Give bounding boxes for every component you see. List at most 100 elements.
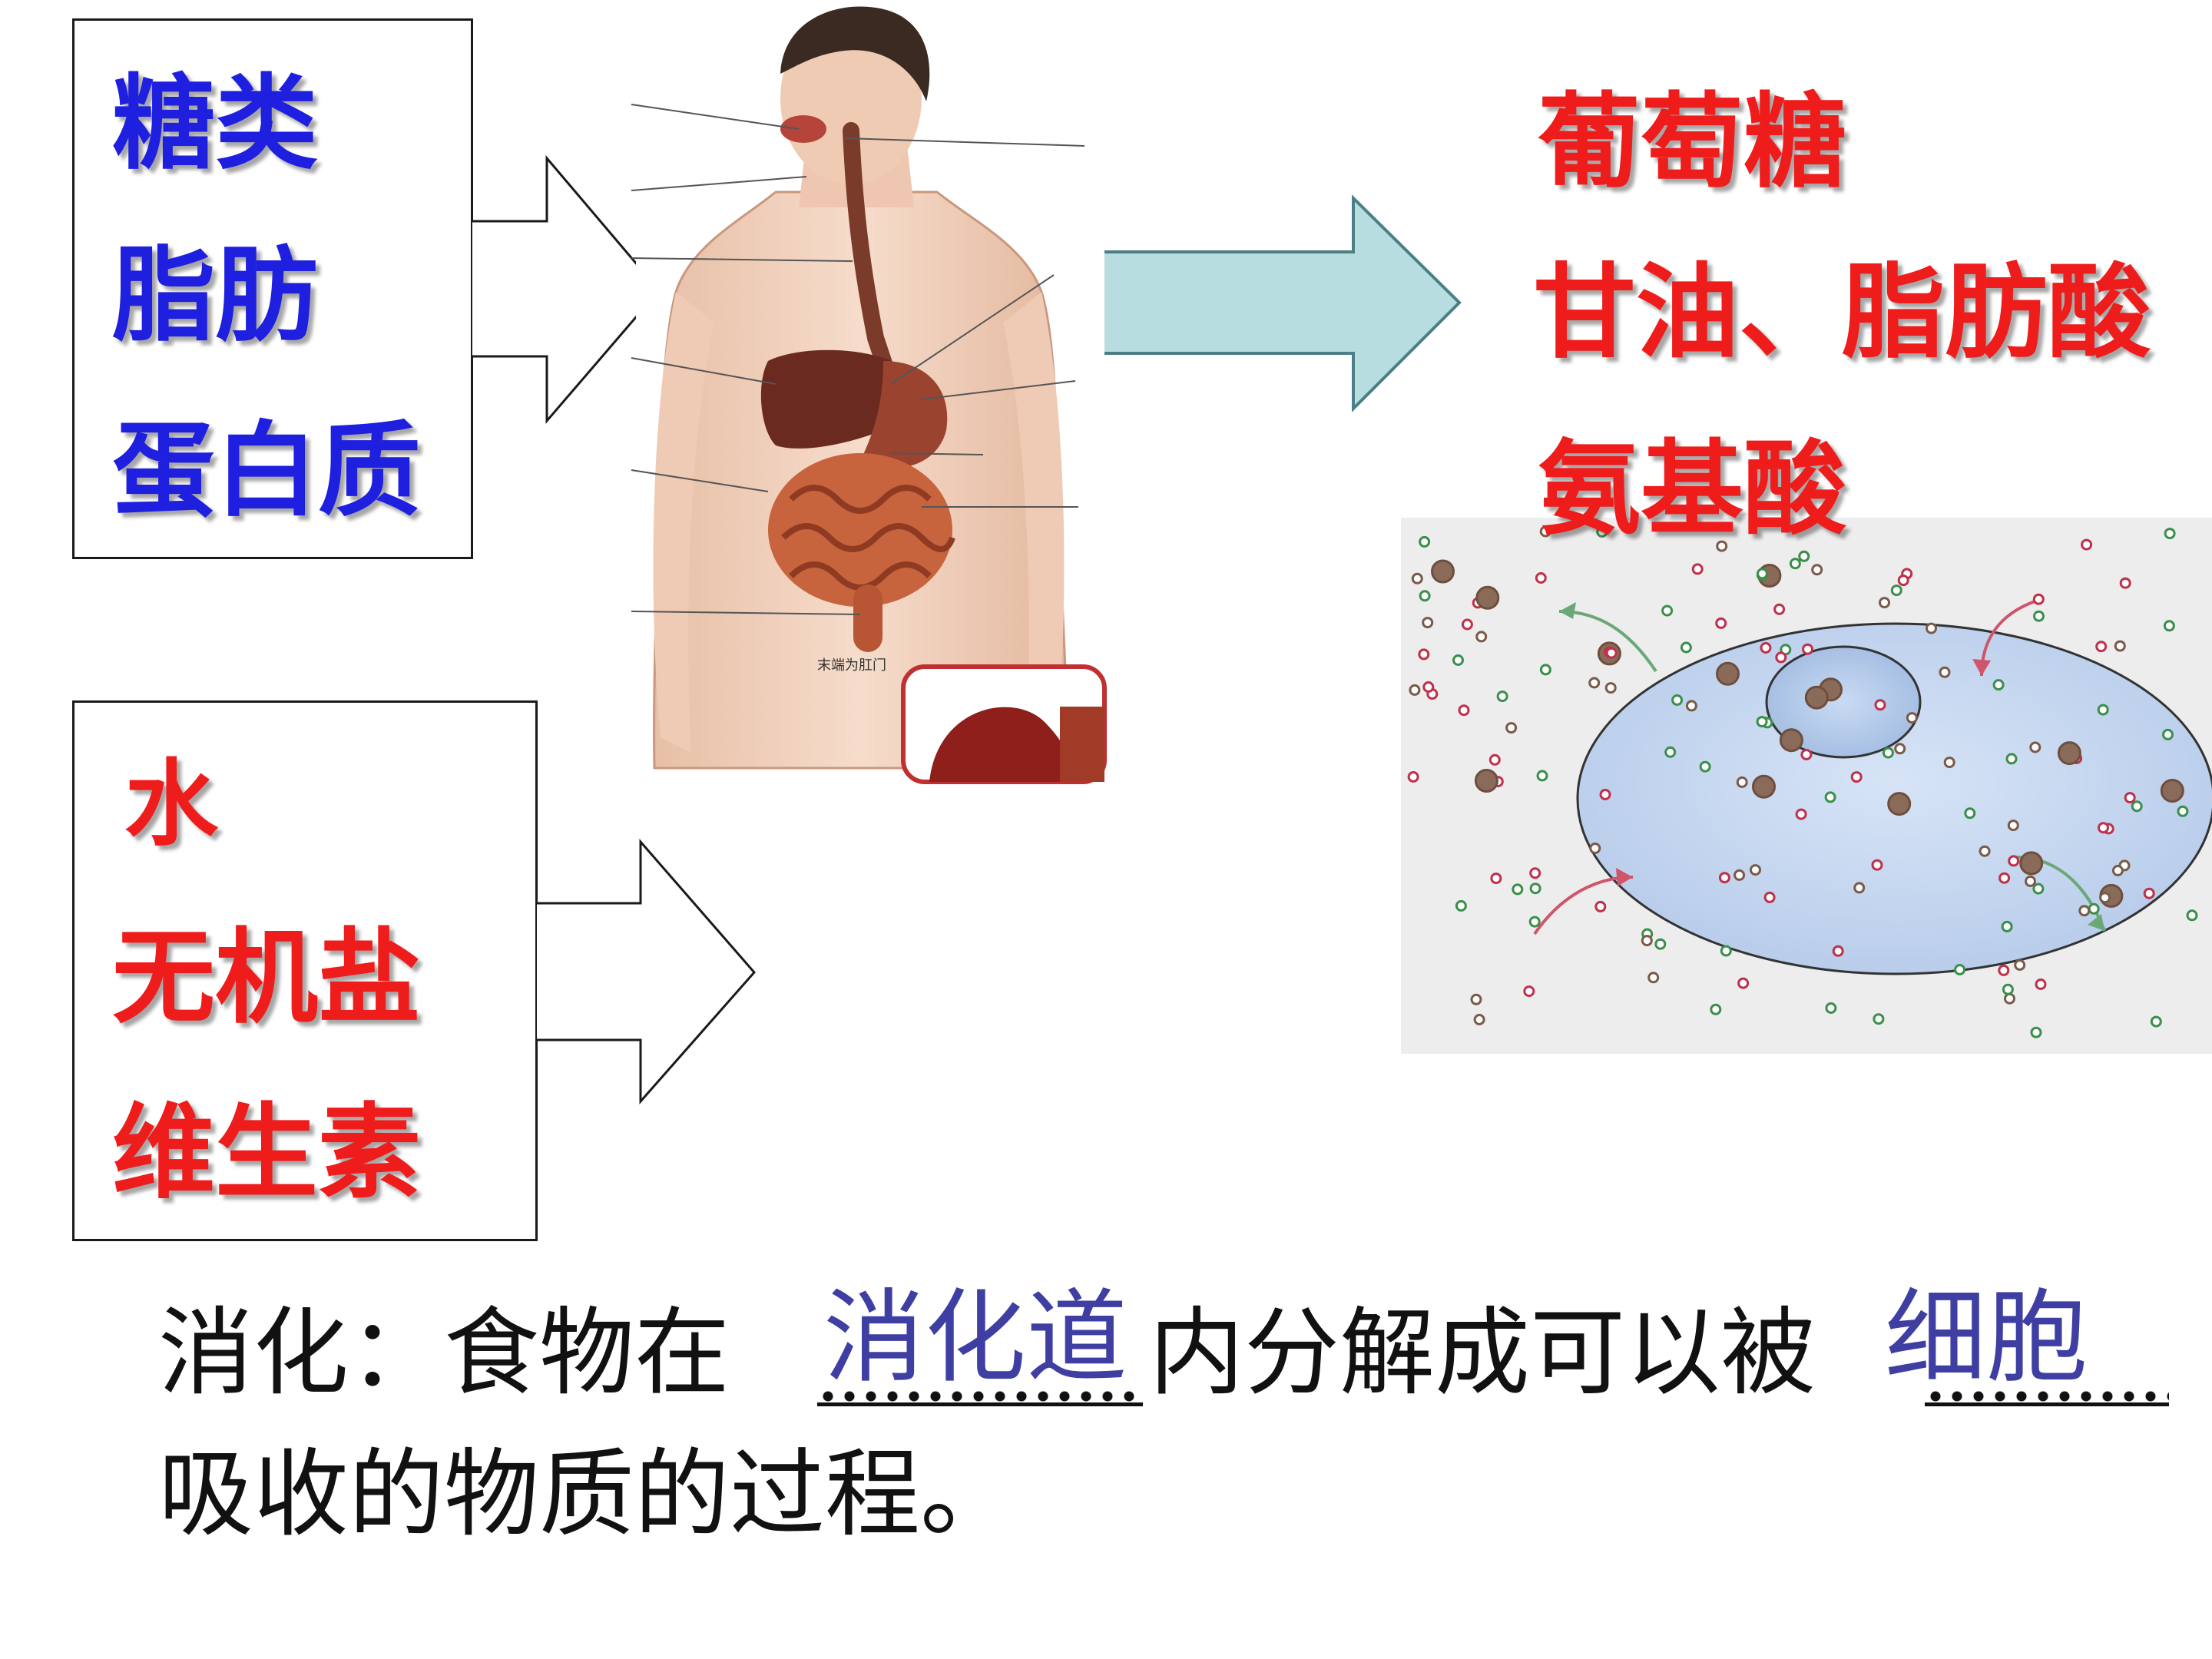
figure-label: 末端为肛门: [817, 657, 886, 674]
molecule-dot: [1853, 882, 1866, 894]
molecule-dot: [2033, 610, 2045, 622]
molecule-dot: [1804, 685, 1829, 710]
molecule-dot: [2186, 909, 2198, 922]
molecule-dot: [2143, 887, 2155, 899]
molecule-dot: [1998, 872, 2011, 884]
term-protein: 蛋白质: [112, 411, 422, 531]
molecule-dot: [1455, 899, 1467, 912]
molecule-dot: [1890, 584, 1902, 597]
molecule-dot: [1752, 774, 1776, 799]
molecule-dot: [2111, 865, 2124, 876]
molecule-dot: [1750, 864, 1761, 876]
molecule-dot: [1605, 647, 1618, 659]
large-nutrients-box: [72, 18, 473, 559]
molecule-dot: [1419, 590, 1431, 602]
molecule-dot: [2004, 992, 2015, 1005]
molecule-dot: [2057, 741, 2081, 766]
molecule-dot: [1685, 700, 1697, 712]
molecule-dot: [1824, 791, 1836, 803]
molecule-dot: [1594, 900, 1607, 912]
molecule-dot: [2150, 1015, 2162, 1028]
molecule-dot: [1716, 661, 1740, 686]
molecule-dot: [1599, 789, 1611, 800]
molecule-dot: [1475, 585, 1500, 610]
blank-answer-cell: 细胞: [1885, 1279, 2088, 1397]
molecule-dot: [2098, 822, 2109, 834]
product-amino-acids: 氨基酸: [1538, 429, 1847, 549]
molecule-dot: [1939, 666, 1951, 678]
molecule-dot: [1825, 1002, 1837, 1014]
molecule-dot: [1736, 776, 1748, 788]
term-carbohydrates: 糖类: [112, 64, 319, 184]
molecule-dot: [1760, 642, 1772, 654]
molecule-dot: [1664, 746, 1677, 758]
molecule-dot: [2008, 855, 2020, 867]
molecule-dot: [1474, 769, 1498, 793]
molecule-dot: [1539, 664, 1551, 676]
molecule-dot: [2032, 882, 2045, 895]
molecule-dot: [1773, 603, 1786, 615]
molecule-dot: [2007, 820, 2019, 832]
molecule-dot: [1882, 747, 1894, 759]
molecule-dot: [1496, 690, 1508, 703]
arrow-filled-teal: [1065, 194, 1462, 412]
molecule-dot: [1897, 575, 1909, 587]
molecule-dot: [1775, 651, 1787, 664]
molecule-dot: [1604, 682, 1617, 694]
molecule-dot: [1716, 540, 1728, 552]
molecule-dot: [2095, 641, 2108, 653]
molecule-dot: [1458, 704, 1470, 717]
molecule-dot: [2005, 753, 2018, 765]
molecule-dot: [1874, 699, 1886, 711]
digestive-system-illustration: [631, 5, 1107, 785]
molecule-dot: [2088, 902, 2100, 915]
molecule-dot: [2163, 620, 2175, 632]
molecule-dot: [1798, 550, 1810, 562]
molecule-dot: [1641, 935, 1653, 947]
molecule-dot: [1411, 572, 1423, 584]
molecule-dot: [1661, 604, 1674, 617]
molecule-dot: [2029, 741, 2041, 753]
molecule-dot: [1422, 681, 1435, 693]
molecule-dot: [1998, 964, 2010, 976]
molecule-dot: [1718, 872, 1730, 884]
molecule-dot: [1720, 945, 1732, 957]
molecule-dot: [1789, 558, 1801, 570]
molecule-dot: [1756, 716, 1768, 728]
molecule-dot: [1418, 648, 1430, 661]
molecule-dot: [1512, 883, 1524, 896]
definition-line1-end: 内分解成可以被: [1149, 1298, 1816, 1409]
molecule-dot: [1802, 643, 1813, 655]
term-fat: 脂肪: [112, 236, 319, 356]
molecule-dot: [1795, 808, 1807, 820]
molecule-dot: [2019, 851, 2044, 876]
molecule-dot: [1528, 916, 1541, 928]
molecule-dot: [2160, 779, 2184, 803]
molecule-dot: [2164, 528, 2176, 540]
term-vitamins: 维生素: [112, 1093, 422, 1213]
molecule-dot: [2119, 577, 2131, 589]
molecule-dot: [1523, 985, 1535, 998]
definition-line1-start: 消化：食物在: [158, 1298, 730, 1409]
molecule-dot: [1671, 694, 1684, 706]
molecule-dot: [1539, 525, 1551, 538]
molecule-dot: [1431, 559, 1455, 584]
molecule-dot: [2081, 538, 2093, 551]
molecule-dot: [2162, 728, 2174, 740]
molecule-dot: [2177, 805, 2189, 817]
molecule-dot: [1490, 873, 1502, 885]
molecule-dot: [1710, 1003, 1722, 1015]
definition-line2: 吸收的物质的过程。: [158, 1439, 1016, 1550]
product-glucose: 葡萄糖: [1538, 82, 1847, 202]
molecule-dot: [1470, 993, 1482, 1005]
molecule-dot: [1850, 771, 1863, 783]
molecule-dot: [1680, 641, 1692, 654]
molecule-dot: [1529, 882, 1541, 895]
molecule-dot: [1979, 845, 1991, 857]
molecule-dot: [1691, 563, 1704, 575]
molecule-dot: [1811, 564, 1823, 576]
molecule-dot: [1926, 622, 1937, 634]
molecule-dot: [1906, 712, 1918, 724]
molecule-dot: [1763, 891, 1776, 903]
